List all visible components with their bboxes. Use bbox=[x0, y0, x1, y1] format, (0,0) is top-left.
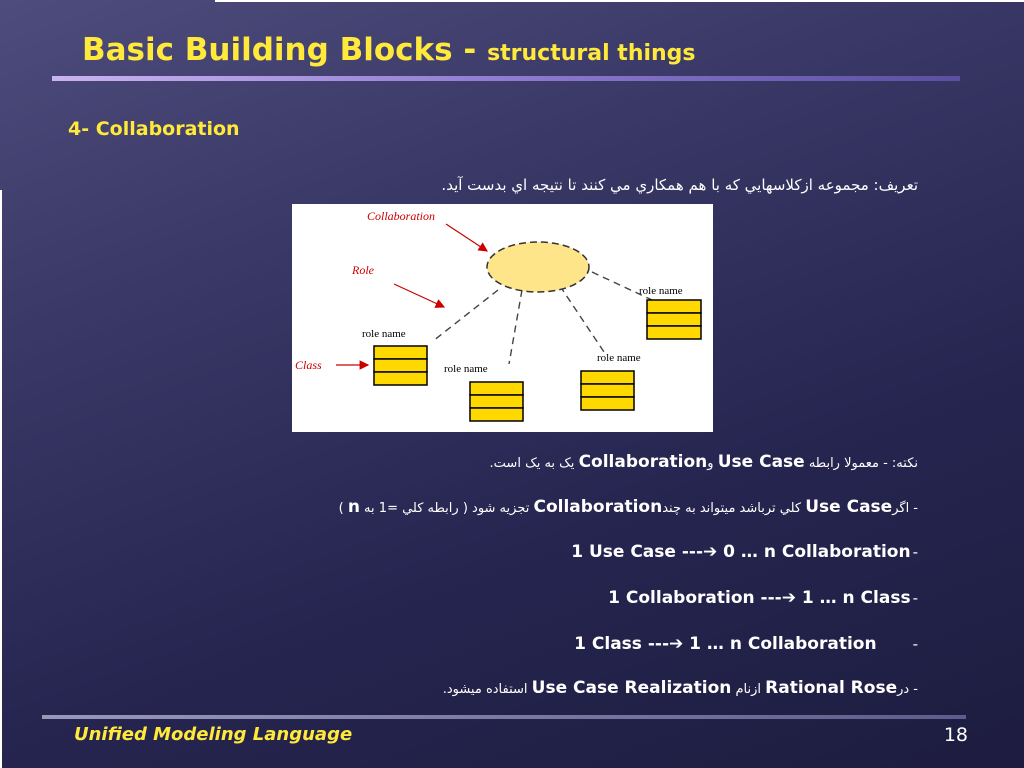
bullet-rational-rose-mid: ازنام bbox=[731, 682, 766, 697]
footer-title: Unified Modeling Language bbox=[74, 724, 353, 745]
annotation-collaboration: Collaboration bbox=[367, 209, 435, 223]
bullet-dash: - bbox=[912, 635, 918, 653]
left-border-line bbox=[0, 190, 2, 768]
bullet-decompose: - اگرUse Case کلي ترباشد ميتواند به چندC… bbox=[339, 497, 918, 517]
bullet-note-term-usecase: Use Case bbox=[717, 452, 805, 472]
bullet-collaboration-class-text: 1 Collaboration ---➔ 1 … n Class bbox=[608, 588, 911, 608]
bullet-decompose-term-collaboration: Collaboration bbox=[533, 497, 663, 517]
slide-title: Basic Building Blocks - structural thing… bbox=[82, 30, 696, 68]
bullet-collaboration-class: -1 Collaboration ---➔ 1 … n Class bbox=[608, 588, 918, 608]
connector-middle bbox=[508, 289, 523, 365]
bullet-note-term-collaboration: Collaboration bbox=[578, 452, 708, 472]
role-name-left: role name bbox=[362, 328, 406, 340]
class-box-right-lower bbox=[580, 370, 635, 411]
class-box-middle bbox=[469, 381, 524, 422]
page-number: 18 bbox=[943, 724, 968, 746]
bullet-note-prefix: نکته: - معمولا رابطه bbox=[804, 456, 918, 471]
collaboration-diagram: Collaboration Role Class role name role … bbox=[292, 204, 713, 432]
connector-right-lower bbox=[559, 285, 605, 353]
class-box-left bbox=[373, 345, 428, 386]
slide-title-sub: structural things bbox=[487, 41, 696, 66]
annotation-role: Role bbox=[351, 263, 375, 277]
bullet-decompose-term-usecase: Use Case bbox=[805, 497, 893, 517]
slide-title-main: Basic Building Blocks - bbox=[82, 32, 488, 68]
arrow-role bbox=[393, 283, 446, 308]
collaboration-ellipse bbox=[486, 241, 590, 293]
bullet-rational-rose-realization: Use Case Realization bbox=[531, 678, 732, 698]
bullet-note-suffix: يک به يک است. bbox=[489, 456, 579, 471]
bullet-note-joiner: و bbox=[707, 456, 718, 471]
bullet-usecase-collaboration: -1 Use Case ---➔ 0 … n Collaboration bbox=[571, 542, 918, 562]
definition-text: تعريف: مجموعه ازکلاسهايي که با هم همکاري… bbox=[441, 176, 918, 194]
top-border-line bbox=[215, 0, 1024, 2]
role-name-right-upper: role name bbox=[639, 285, 683, 297]
bullet-class-collaboration-text: 1 Class ---➔ 1 … n Collaboration bbox=[574, 634, 877, 654]
bullet-decompose-term-n: n bbox=[347, 497, 360, 517]
bullet-rational-rose-term: Rational Rose bbox=[765, 678, 898, 698]
bullet-note: نکته: - معمولا رابطه Use Case وCollabora… bbox=[490, 452, 918, 472]
role-name-middle: role name bbox=[444, 363, 488, 375]
connector-left bbox=[432, 289, 499, 342]
collaboration-diagram-svg: Collaboration Role Class role name role … bbox=[295, 209, 702, 422]
section-heading: 4- Collaboration bbox=[68, 118, 240, 140]
class-box-right-upper bbox=[646, 299, 702, 340]
role-name-right-lower: role name bbox=[597, 352, 641, 364]
footer-rule bbox=[42, 715, 966, 719]
dashed-connectors bbox=[432, 271, 653, 365]
annotation-class: Class bbox=[295, 358, 322, 372]
bullet-dash: - bbox=[912, 589, 918, 607]
bullet-rational-rose-suffix: استفاده ميشود. bbox=[442, 682, 532, 697]
bullet-dash: - bbox=[912, 543, 918, 561]
arrow-collaboration bbox=[445, 223, 489, 252]
bullet-decompose-prefix: - اگر bbox=[892, 501, 918, 516]
title-underline bbox=[52, 76, 960, 81]
bullet-class-collaboration: - 1 Class ---➔ 1 … n Collaboration bbox=[574, 634, 918, 654]
bullet-rational-rose-prefix: - در bbox=[897, 682, 918, 697]
bullet-decompose-suffix: تجزيه شود ( رابطه کلي =1 به bbox=[359, 501, 534, 516]
bullet-usecase-collaboration-text: 1 Use Case ---➔ 0 … n Collaboration bbox=[571, 542, 911, 562]
bullet-decompose-mid: کلي ترباشد ميتواند به چند bbox=[662, 501, 806, 516]
bullet-rational-rose: - درRational Rose ازنام Use Case Realiza… bbox=[443, 678, 918, 698]
bullet-decompose-close: ) bbox=[338, 501, 348, 516]
